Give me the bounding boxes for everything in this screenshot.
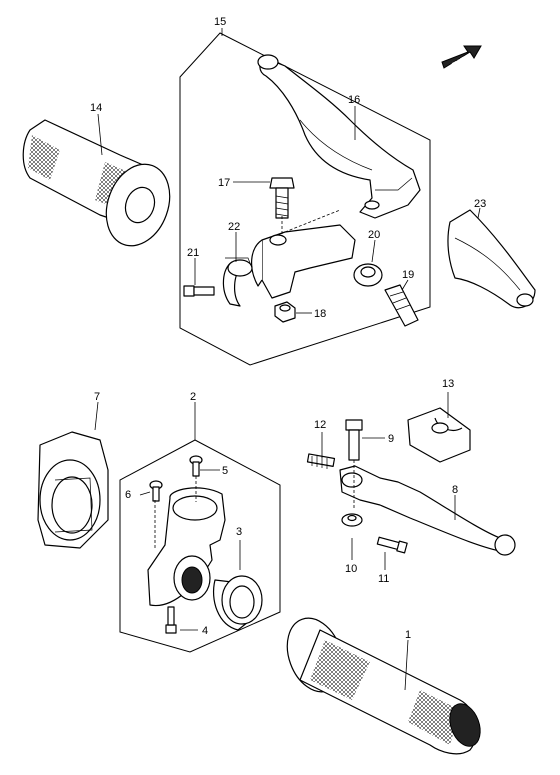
assembly-box-2 xyxy=(119,439,281,653)
switch-housing-part xyxy=(37,431,109,549)
callout-18: 18 xyxy=(314,308,326,320)
callout-4: 4 xyxy=(202,625,208,637)
callout-12: 12 xyxy=(314,419,326,431)
adjuster-nut-part xyxy=(353,263,383,287)
callout-1: 1 xyxy=(405,629,411,641)
callout-23: 23 xyxy=(474,198,486,210)
set-screw-part xyxy=(306,453,336,469)
callout-2: 2 xyxy=(190,391,196,403)
screw-5-part xyxy=(189,455,203,477)
callout-17: 17 xyxy=(218,177,230,189)
callout-9: 9 xyxy=(388,433,394,445)
callout-15: 15 xyxy=(214,16,226,28)
callout-7: 7 xyxy=(94,391,100,403)
callout-6: 6 xyxy=(125,489,131,501)
screw-4-part xyxy=(165,606,177,634)
lever-bolt-lower-part xyxy=(376,536,408,554)
clutch-lever-part xyxy=(257,54,421,219)
callout-21: 21 xyxy=(187,247,199,259)
assembly-box-15 xyxy=(179,32,431,366)
cable-adjuster-part xyxy=(384,284,419,327)
leader-lines xyxy=(94,28,481,691)
lower-holder-part xyxy=(147,487,226,607)
switch-part xyxy=(407,407,471,463)
holder-bolt-part xyxy=(183,285,215,297)
callout-20: 20 xyxy=(368,229,380,241)
lever-bolt-part xyxy=(269,177,295,219)
callout-14: 14 xyxy=(90,102,102,114)
callout-5: 5 xyxy=(222,465,228,477)
pivot-bolt-part xyxy=(345,419,363,461)
right-grip-part xyxy=(286,617,481,755)
brake-lever-part xyxy=(339,465,516,556)
left-grip-part xyxy=(22,119,171,247)
callout-16: 16 xyxy=(348,94,360,106)
lever-nut-part xyxy=(341,513,363,527)
callout-19: 19 xyxy=(402,269,414,281)
callout-3: 3 xyxy=(236,526,242,538)
fwd-arrow-icon: FWD xyxy=(441,45,482,69)
clamp-part xyxy=(212,575,263,631)
callout-10: 10 xyxy=(345,563,357,575)
callout-numbers: 1 2 3 4 5 6 7 8 9 10 11 12 13 14 15 16 1… xyxy=(90,16,486,641)
callout-13: 13 xyxy=(442,378,454,390)
callout-22: 22 xyxy=(228,221,240,233)
callout-8: 8 xyxy=(452,484,458,496)
clutch-holder-part xyxy=(222,224,356,307)
callout-11: 11 xyxy=(378,573,389,585)
screw-6-part xyxy=(149,480,163,502)
holder-nut-part xyxy=(274,301,296,323)
lever-cover-part xyxy=(447,209,536,309)
